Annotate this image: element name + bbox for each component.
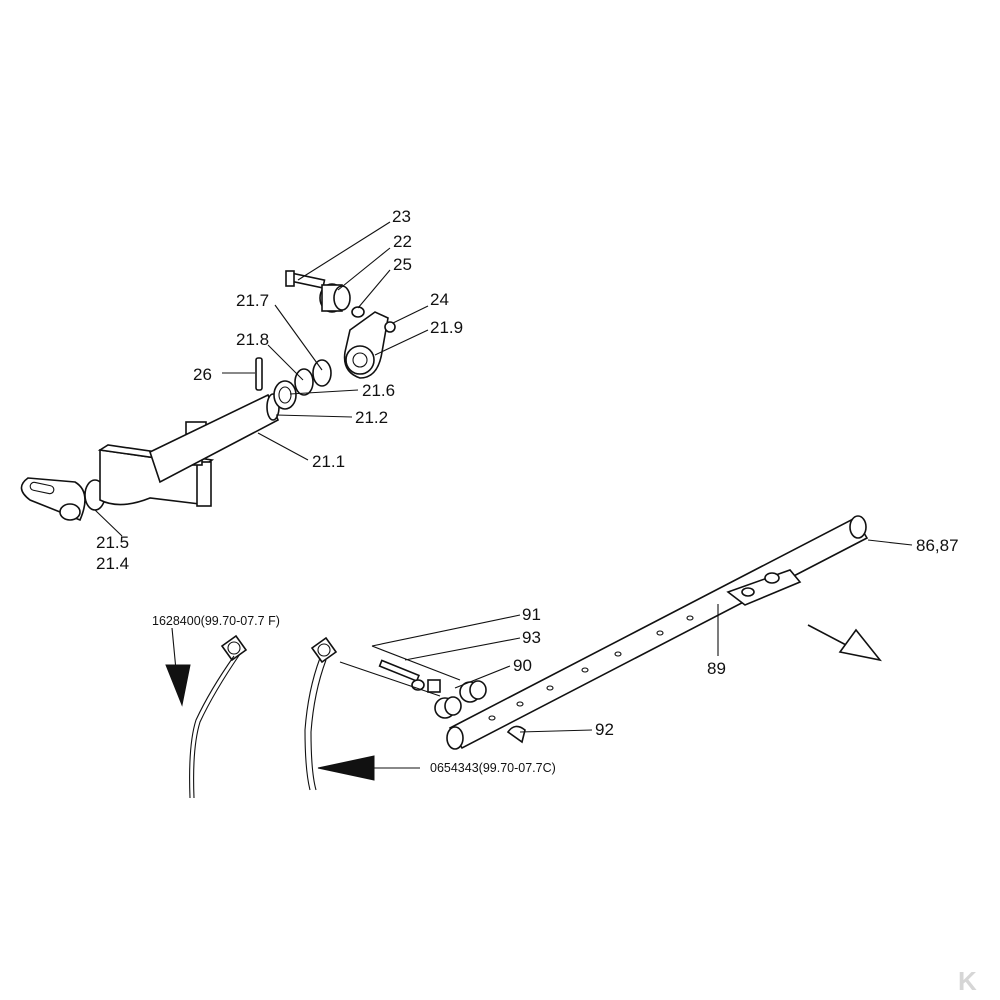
watermark-logo: K [958, 966, 977, 996]
label-26: 26 [193, 365, 212, 384]
label-90: 90 [513, 656, 532, 675]
label-21-9: 21.9 [430, 318, 463, 337]
reference-right: 0654343(99.70-07.7C) [430, 761, 556, 775]
leader-lines [94, 221, 913, 733]
label-21-4: 21.4 [96, 554, 129, 573]
label-86-87: 86,87 [916, 536, 959, 555]
label-93: 93 [522, 628, 541, 647]
tine-right [304, 636, 338, 791]
label-21-7: 21.7 [236, 291, 269, 310]
label-24: 24 [430, 290, 449, 309]
label-21-6: 21.6 [362, 381, 395, 400]
reference-left: 1628400(99.70-07.7 F) [152, 614, 280, 628]
label-22: 22 [393, 232, 412, 251]
shaft-assembly [20, 270, 396, 522]
reference-arrow-left [165, 627, 191, 707]
tine-left [189, 634, 248, 799]
label-23: 23 [392, 207, 411, 226]
label-89: 89 [707, 659, 726, 678]
label-21-2: 21.2 [355, 408, 388, 427]
label-92: 92 [595, 720, 614, 739]
label-21-5: 21.5 [96, 533, 129, 552]
label-25: 25 [393, 255, 412, 274]
reference-arrow-right [317, 755, 420, 781]
part-labels: 23 22 25 24 21.9 21.7 21.8 26 21.6 21.2 … [96, 207, 959, 775]
watermark-text: K [958, 966, 977, 996]
label-91: 91 [522, 605, 541, 624]
label-21-1: 21.1 [312, 452, 345, 471]
label-21-8: 21.8 [236, 330, 269, 349]
tube-bar-assembly [339, 515, 869, 750]
direction-arrow-icon [807, 624, 882, 662]
